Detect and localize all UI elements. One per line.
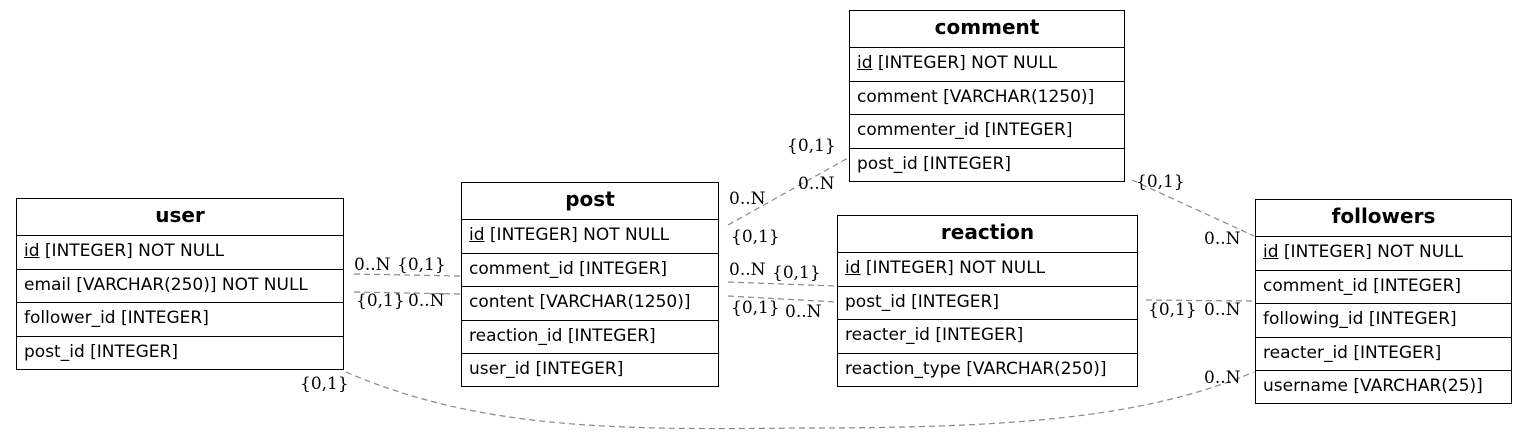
edge-user-post-1: [353, 273, 461, 277]
field-type: [INTEGER] NOT NULL: [1278, 242, 1464, 262]
card-user-followers-followers: 0..N: [1204, 368, 1241, 388]
entity-post[interactable]: post id [INTEGER] NOT NULL comment_id [I…: [461, 182, 719, 387]
card-reaction-followers-1: {0,1}: [1148, 300, 1197, 320]
card-post-comment-comment-a: {0,1}: [787, 136, 836, 156]
field-row: id [INTEGER] NOT NULL: [17, 236, 343, 270]
edge-reaction-followers: [1145, 299, 1255, 302]
field-row: content [VARCHAR(1250)]: [462, 287, 718, 321]
card-post-reaction-b-1: {0,1}: [731, 298, 780, 318]
primary-key: id: [845, 258, 861, 278]
field-row: reacter_id [INTEGER]: [838, 320, 1137, 354]
primary-key: id: [857, 53, 873, 73]
card-user-post-b-1: {0,1}: [356, 291, 405, 311]
card-post-comment-comment-b: 0..N: [798, 174, 835, 194]
primary-key: id: [1263, 242, 1279, 262]
edge-post-reaction-1: [727, 281, 837, 287]
card-reaction-followers-2: 0..N: [1204, 300, 1241, 320]
primary-key: id: [469, 225, 485, 245]
card-post-comment-post: 0..N: [729, 189, 766, 209]
entity-title: user: [17, 199, 343, 236]
entity-followers[interactable]: followers id [INTEGER] NOT NULL comment_…: [1255, 199, 1512, 404]
card-post-comment-post-b: {0,1}: [731, 227, 780, 247]
field-row: comment [VARCHAR(1250)]: [850, 82, 1124, 115]
entity-title: comment: [850, 11, 1124, 48]
card-post-reaction-a-1: 0..N: [729, 260, 766, 280]
card-user-post-a-1: 0..N: [354, 255, 391, 275]
edge-post-comment-1: [727, 157, 849, 226]
field-row: user_id [INTEGER]: [469, 359, 624, 379]
field-row: following_id [INTEGER]: [1256, 304, 1511, 338]
field-row: reaction_id [INTEGER]: [462, 321, 718, 354]
field-type: [INTEGER] NOT NULL: [860, 258, 1046, 278]
field-row: comment_id [INTEGER]: [1256, 271, 1511, 304]
edge-post-reaction-2: [727, 295, 837, 303]
edge-comment-followers: [1131, 179, 1255, 237]
field-row: id [INTEGER] NOT NULL: [850, 48, 1124, 82]
field-type: [INTEGER] NOT NULL: [39, 241, 225, 261]
card-user-followers-user: {0,1}: [300, 374, 349, 394]
field-row: email [VARCHAR(250)] NOT NULL: [17, 270, 343, 303]
field-row: id [INTEGER] NOT NULL: [1256, 237, 1511, 271]
card-comment-followers-comment: {0,1}: [1136, 172, 1185, 192]
field-type: [INTEGER] NOT NULL: [872, 53, 1058, 73]
primary-key: id: [24, 241, 40, 261]
field-row: reaction_type [VARCHAR(250)]: [845, 358, 1107, 379]
field-row: commenter_id [INTEGER]: [850, 115, 1124, 149]
field-row: post_id [INTEGER]: [24, 341, 178, 362]
field-row: username [VARCHAR(25)]: [1263, 376, 1483, 396]
card-user-post-a-2: {0,1}: [397, 255, 446, 275]
edge-user-followers: [345, 371, 1255, 430]
card-post-reaction-b-2: 0..N: [785, 302, 822, 322]
field-row: post_id [INTEGER]: [838, 287, 1137, 320]
entity-user[interactable]: user id [INTEGER] NOT NULL email [VARCHA…: [16, 198, 344, 370]
field-row: post_id [INTEGER]: [857, 153, 1011, 174]
entity-title: reaction: [838, 216, 1137, 253]
card-comment-followers-followers: 0..N: [1204, 229, 1241, 249]
entity-title: followers: [1256, 200, 1511, 237]
entity-comment[interactable]: comment id [INTEGER] NOT NULL comment [V…: [849, 10, 1125, 182]
card-user-post-b-2: 0..N: [408, 291, 445, 311]
field-row: id [INTEGER] NOT NULL: [838, 253, 1137, 287]
field-row: reacter_id [INTEGER]: [1256, 338, 1511, 371]
field-row: id [INTEGER] NOT NULL: [462, 220, 718, 254]
entity-title: post: [462, 183, 718, 220]
field-row: comment_id [INTEGER]: [462, 254, 718, 287]
entity-reaction[interactable]: reaction id [INTEGER] NOT NULL post_id […: [837, 215, 1138, 387]
edge-user-post-2: [353, 291, 461, 295]
field-row: follower_id [INTEGER]: [17, 303, 343, 337]
card-post-reaction-a-2: {0,1}: [772, 263, 821, 283]
field-type: [INTEGER] NOT NULL: [484, 225, 670, 245]
